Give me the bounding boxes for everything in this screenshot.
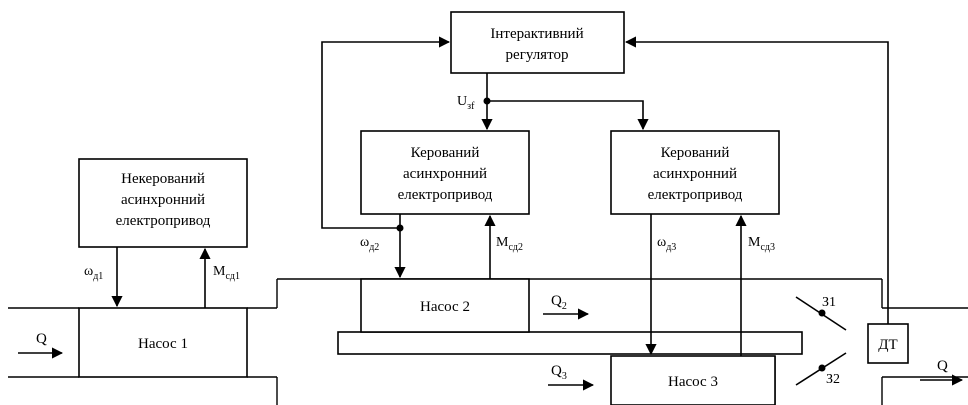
pump-3-block: Насос 3: [610, 355, 776, 405]
q-in-label: Q: [36, 331, 47, 347]
pipe-partition: [337, 331, 803, 355]
sensor-block: ДТ: [867, 323, 909, 364]
omega-1-label: ωд1: [84, 264, 103, 282]
q2-label: Q2: [551, 293, 567, 312]
flow-labels: Q Q Q2 Q3: [36, 293, 948, 382]
regulator-label-2: регулятор: [506, 47, 569, 63]
omega-2-label: ωд2: [360, 235, 379, 253]
pump-1-label: Насос 1: [138, 336, 188, 352]
signal-lines: [18, 36, 964, 391]
pump-3-label: Насос 3: [668, 374, 718, 390]
drive2-label-2: асинхронний: [403, 166, 487, 182]
q3-label: Q3: [551, 363, 567, 382]
valve-1: З1: [795, 295, 847, 331]
drive1-label-2: асинхронний: [121, 192, 205, 208]
omega-3-label: ωд3: [657, 235, 676, 253]
regulator-label-1: Інтерактивний: [490, 26, 583, 42]
controlled-drive-2-block: Керований асинхронний електропривод: [360, 130, 530, 215]
uncontrolled-drive-block: Некерований асинхронний електропривод: [78, 158, 248, 248]
moment-3-label: Mсд3: [748, 235, 775, 253]
valve-2: З2: [795, 352, 847, 387]
drive3-label-3: електропривод: [648, 187, 743, 203]
signal-labels: Uзf ωд1 Mсд1 ωд2 Mсд2 ωд3 Mсд3: [84, 94, 775, 282]
interactive-regulator-block: Інтерактивний регулятор: [450, 11, 625, 74]
pump-1-block: Насос 1: [78, 307, 248, 378]
q-out-label: Q: [937, 358, 948, 374]
drive2-label-3: електропривод: [398, 187, 493, 203]
u-signal-label: Uзf: [457, 94, 475, 112]
drive2-label-1: Керований: [411, 145, 480, 161]
drive1-label-1: Некерований: [121, 171, 205, 187]
drive3-label-2: асинхронний: [653, 166, 737, 182]
moment-2-label: Mсд2: [496, 235, 523, 253]
valve-2-label: З2: [826, 372, 840, 387]
controlled-drive-3-block: Керований асинхронний електропривод: [610, 130, 780, 215]
pump-2-label: Насос 2: [420, 299, 470, 315]
sensor-label: ДТ: [878, 337, 897, 353]
pump-2-block: Насос 2: [360, 278, 530, 333]
drive1-label-3: електропривод: [116, 213, 211, 229]
valve-1-label: З1: [822, 295, 836, 310]
drive3-label-1: Керований: [661, 145, 730, 161]
moment-1-label: Mсд1: [213, 264, 240, 282]
